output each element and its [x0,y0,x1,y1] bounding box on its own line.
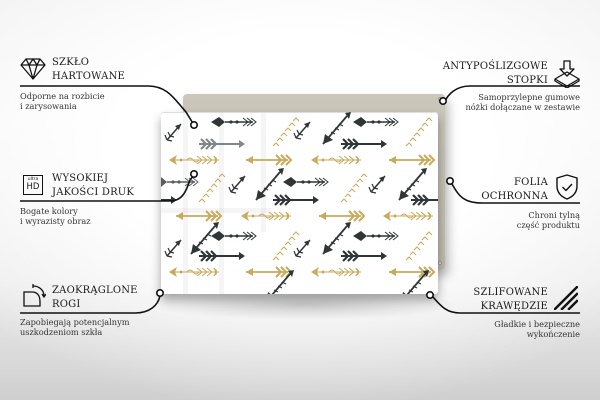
feature-description: i wyrazisty obraz [20,216,91,226]
shield-check-icon [556,174,578,200]
feature-title: STOPKI [506,75,548,86]
diamond-icon [20,58,46,80]
feature-description: Odporne na rozbicie [20,91,105,101]
feature-title: SZLIFOWANE [473,287,548,298]
feature-title: WYSOKIEJ [52,173,109,184]
feature-description: wykończenie [526,329,580,339]
feature-title: FOLIA [514,177,548,188]
feature-title: JAKOŚCI DRUK [52,187,135,198]
anti-slip-foot [438,261,442,265]
feature-description: nóżki dołączane w zestawie [465,102,580,112]
feature-description: Gładkie i bezpieczne [494,319,580,329]
feature-title: KRAWĘDZIE [480,301,548,312]
reflection [183,112,188,294]
feature-title: ANTYPOŚLIZGOWE [442,61,548,72]
feature-description: uszkodzeniom szkła [20,327,103,337]
feature-title: OCHRONNA [481,191,548,202]
feature-description: Zapobiegają potencjalnym [20,317,130,327]
product-glass-board [161,112,438,294]
feature-description: Chroni tylną [528,210,580,220]
arrow-pattern [161,112,438,294]
feature-description: Samoprzylepne gumowe [478,92,580,102]
feature-title: ZAOKRĄGLONE [52,285,138,296]
reflection [261,112,266,232]
feature-title: SZKŁO [52,57,90,68]
reflection [161,208,271,213]
product-shadow [150,290,460,320]
ultra-hd-icon: ultra HD [23,175,43,195]
feature-title: HARTOWANE [52,71,126,82]
feature-description: i zarysowania [20,101,77,111]
reflection [219,112,224,294]
feature-description: część produktu [516,220,580,230]
feature-title: ROGI [52,299,81,310]
polished-edges-icon [554,286,578,310]
anti-slip-feet-icon [554,60,580,88]
feature-description: Bogate kolory [20,206,78,216]
rounded-corner-icon [23,284,46,307]
